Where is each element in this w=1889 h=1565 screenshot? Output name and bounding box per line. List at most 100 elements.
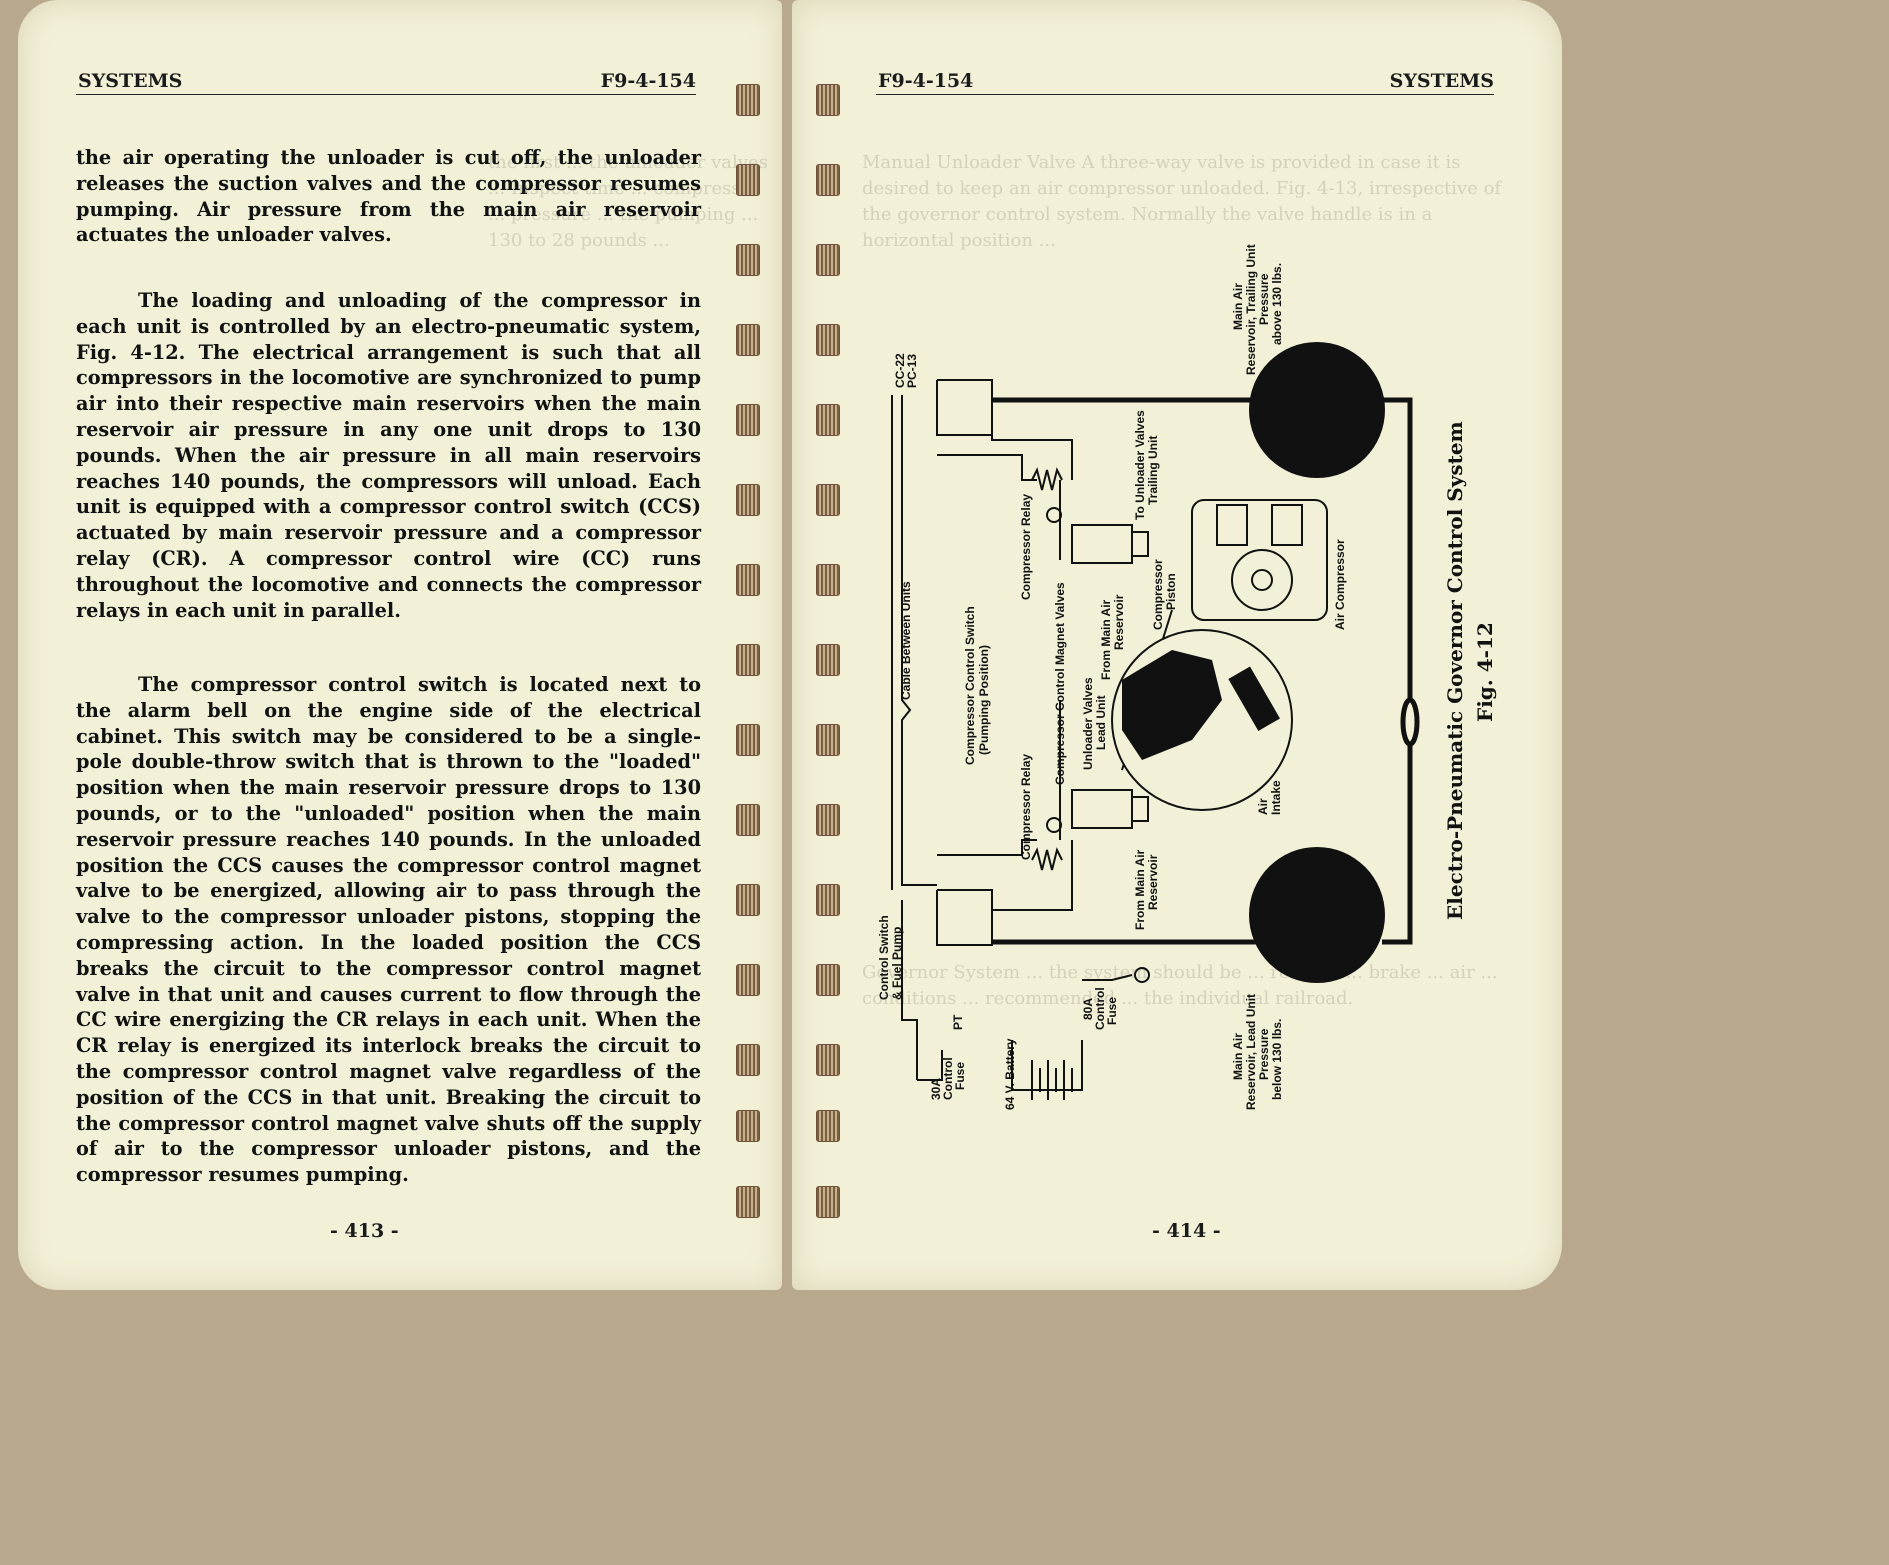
label-compressor-relay-bottom: Compressor Relay — [1019, 754, 1033, 860]
figure-title: Electro-Pneumatic Governor Control Syste… — [1443, 421, 1467, 920]
spiral-ring — [736, 1186, 760, 1218]
spiral-ring — [736, 564, 760, 596]
label-pumping-position: (Pumping Position) — [977, 645, 991, 755]
spiral-ring — [816, 1186, 840, 1218]
label-lead-res-1: Main Air — [1231, 1033, 1245, 1080]
paragraph-2: The loading and unloading of the compres… — [76, 288, 701, 623]
spiral-ring — [816, 244, 840, 276]
magnet-valve-trailing-w — [1131, 531, 1149, 557]
label-trailing-res-4: above 130 lbs. — [1270, 263, 1284, 345]
spiral-ring — [736, 164, 760, 196]
spiral-ring — [816, 884, 840, 916]
lead-unit-reservoir — [1249, 847, 1385, 983]
spiral-ring — [736, 884, 760, 916]
right-page-number: - 414 - — [1152, 1220, 1221, 1242]
spiral-ring — [816, 964, 840, 996]
label-fuel-pump: & Fuel Pump — [890, 927, 904, 1000]
paragraph-1-text: the air operating the unloader is cut of… — [76, 146, 701, 247]
right-running-head: F9-4-154 SYSTEMS — [876, 66, 1494, 95]
spiral-ring — [816, 404, 840, 436]
wiring — [891, 379, 1133, 1091]
label-fuse80-3: Fuse — [1105, 997, 1119, 1025]
label-fuse30-2: Control — [941, 1057, 955, 1100]
label-unloader-trailing-2: Trailing Unit — [1146, 436, 1160, 505]
spiral-ring — [736, 1044, 760, 1076]
governor-control-diagram: CC-22 PC-13 Cable Between Units Compress… — [877, 244, 1497, 1110]
spiral-ring — [816, 1110, 840, 1142]
paragraph-1: the air operating the unloader is cut of… — [76, 145, 701, 248]
paragraph-3-text: The compressor control switch is located… — [76, 673, 701, 1187]
spiral-ring — [736, 84, 760, 116]
spiral-ring — [816, 724, 840, 756]
right-header-document-number: F9-4-154 — [878, 70, 974, 92]
spiral-ring — [736, 724, 760, 756]
paragraph-2-text: The loading and unloading of the compres… — [76, 289, 701, 622]
magnet-valve-lead-w — [1131, 796, 1149, 822]
label-fuse80-1: 80A — [1081, 998, 1095, 1020]
label-fuse30-1: 30A — [929, 1078, 943, 1100]
magnet-valve-trailing — [1071, 524, 1133, 564]
main-air-pipe — [992, 397, 1420, 945]
spiral-ring — [816, 1044, 840, 1076]
label-fuse80-2: Control — [1093, 987, 1107, 1030]
battery-symbol — [1031, 1060, 1073, 1100]
label-battery: 64 V. Battery — [1003, 1038, 1017, 1110]
label-lead-res-3: Pressure — [1257, 1028, 1271, 1080]
label-compressor-relay-top: Compressor Relay — [1019, 494, 1033, 600]
right-page: Manual Unloader Valve A three-way valve … — [792, 0, 1562, 1290]
spiral-ring — [736, 644, 760, 676]
trailing-unit-reservoir — [1249, 342, 1385, 478]
spiral-ring — [816, 564, 840, 596]
left-header-document-number: F9-4-154 — [600, 70, 696, 92]
spiral-ring — [736, 324, 760, 356]
left-page-number: - 413 - — [330, 1220, 399, 1242]
spiral-ring — [816, 324, 840, 356]
label-trailing-res-3: Pressure — [1257, 273, 1271, 325]
label-cable-between-units: Cable Between Units — [899, 581, 913, 700]
spiral-ring — [736, 484, 760, 516]
label-compressor-piston-1: Compressor — [1151, 559, 1165, 630]
label-control-switch: Control Switch — [877, 915, 891, 1000]
spiral-ring — [816, 804, 840, 836]
label-pt: PT — [951, 1014, 965, 1030]
left-header-section: SYSTEMS — [78, 70, 183, 92]
paragraph-3: The compressor control switch is located… — [76, 672, 701, 1188]
label-unloader-trailing-1: To Unloader Valves — [1133, 410, 1147, 520]
label-lead-res-4: below 130 lbs. — [1270, 1019, 1284, 1100]
label-from-main-air-1b: Reservoir — [1112, 594, 1126, 650]
label-fuse30-3: Fuse — [953, 1062, 967, 1090]
left-page: the first ... the unloader valves ... In… — [18, 0, 782, 1290]
spiral-ring — [736, 964, 760, 996]
label-trailing-res-2: Reservoir, Trailing Unit — [1244, 244, 1258, 375]
spiral-ring — [816, 484, 840, 516]
label-compressor-piston-2: Piston — [1164, 573, 1178, 610]
label-air-compressor: Air Compressor — [1333, 539, 1347, 630]
spiral-ring — [736, 1110, 760, 1142]
label-from-main-air-2a: From Main Air — [1133, 849, 1147, 930]
spiral-ring — [736, 404, 760, 436]
unloader-detail — [1122, 650, 1280, 760]
label-pc13: PC-13 — [905, 354, 919, 388]
label-from-main-air-1a: From Main Air — [1099, 599, 1113, 680]
label-magnet-valves: Compressor Control Magnet Valves — [1053, 582, 1067, 785]
relay-coil-bottom — [1031, 817, 1063, 871]
label-air-intake-2: Intake — [1269, 780, 1283, 815]
label-air-intake-1: Air — [1256, 798, 1270, 815]
figure-number: Fig. 4-12 — [1473, 622, 1497, 722]
spiral-ring — [816, 644, 840, 676]
right-header-section: SYSTEMS — [1389, 70, 1494, 92]
label-lead-res-2: Reservoir, Lead Unit — [1244, 994, 1258, 1110]
ground-terminal — [1134, 967, 1150, 983]
label-unloader-lead-2: Lead Unit — [1094, 695, 1108, 750]
label-from-main-air-2b: Reservoir — [1146, 854, 1160, 910]
label-cc22: CC-22 — [893, 353, 907, 388]
label-unloader-lead-1: Unloader Valves — [1081, 677, 1095, 770]
spiral-ring — [816, 164, 840, 196]
spiral-ring — [816, 84, 840, 116]
spiral-ring — [736, 804, 760, 836]
left-running-head: SYSTEMS F9-4-154 — [76, 66, 696, 95]
spiral-ring — [736, 244, 760, 276]
relay-coil-top — [1031, 467, 1063, 523]
label-compressor-control-switch: Compressor Control Switch — [963, 606, 977, 765]
label-trailing-res-1: Main Air — [1231, 283, 1245, 330]
